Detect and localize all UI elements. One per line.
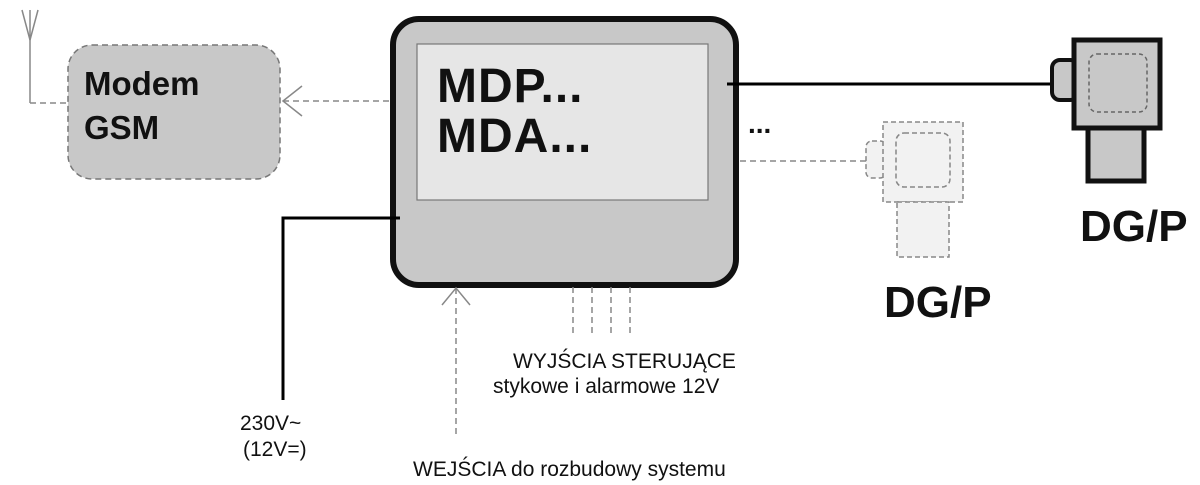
inputs-label: WEJŚCIA do rozbudowy systemu: [413, 458, 726, 481]
detector-right-icon: [1050, 37, 1163, 184]
main-unit-label: MDP... MDA...: [437, 62, 592, 162]
main-unit-label-line2: MDA...: [437, 110, 593, 163]
modem-link-arrow-icon: [281, 85, 303, 117]
modem-label-line1: Modem: [84, 65, 200, 102]
power-label-line2: (12V=): [243, 438, 307, 461]
modem-label-line2: GSM: [84, 109, 160, 146]
outputs-lines: [572, 287, 631, 336]
inputs-arrow-icon: [441, 286, 471, 306]
outputs-label-line2: stykowe i alarmowe 12V: [493, 375, 720, 398]
main-unit-display: [416, 43, 709, 201]
more-detectors-marker: ...: [748, 108, 772, 139]
antenna-icon: [21, 9, 39, 103]
modem-label: Modem GSM: [84, 62, 200, 150]
detector-left-icon: [865, 121, 964, 258]
main-unit-label-line1: MDP...: [437, 60, 584, 113]
power-line: [281, 216, 400, 400]
power-label-line1: 230V~: [240, 412, 302, 435]
detector-left-label: DG/P: [884, 278, 992, 327]
detector-right-label: DG/P: [1080, 202, 1188, 251]
outputs-label-line1: WYJŚCIA STERUJĄCE: [513, 350, 736, 373]
modem-box: [67, 44, 281, 180]
